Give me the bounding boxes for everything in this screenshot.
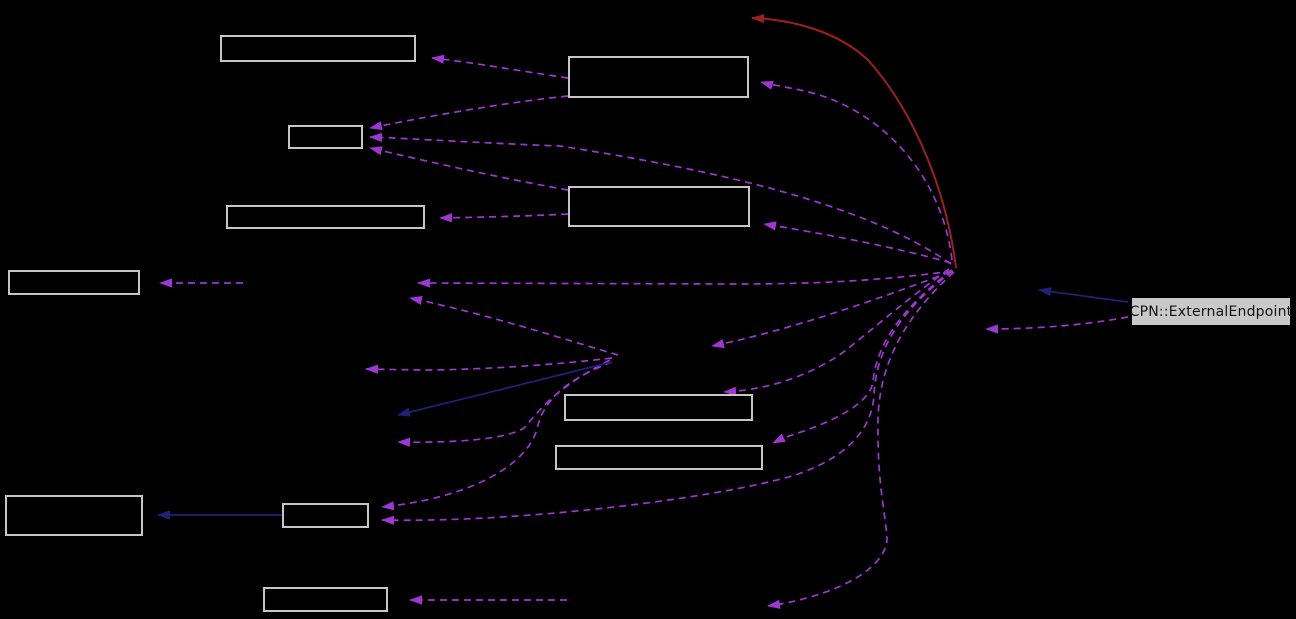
class-node-n-stack-top[interactable] bbox=[564, 394, 753, 421]
class-node-n-mid-left[interactable] bbox=[226, 205, 425, 229]
class-node-n-top-left[interactable] bbox=[220, 35, 416, 62]
class-node-n-bottom[interactable] bbox=[263, 587, 388, 612]
edge-hub-to-hidden-bottom bbox=[767, 271, 955, 609]
highlight-node-label: CPN::ExternalEndpoint bbox=[1129, 303, 1293, 320]
edge-upper-center-to-top-left bbox=[431, 54, 569, 79]
edge-hub-to-stack-top bbox=[723, 268, 950, 396]
edge-hub-to-hidden-left bbox=[417, 270, 953, 288]
edge-hub-red-loop bbox=[751, 13, 957, 269]
class-node-n-center[interactable] bbox=[568, 186, 750, 227]
class-node-n-bottom-small[interactable] bbox=[282, 503, 369, 528]
edge-center-to-mid-left bbox=[439, 213, 569, 223]
edge-hub-to-hub2 bbox=[711, 271, 951, 349]
edge-hub2-to-hidden-a bbox=[409, 295, 619, 356]
edge-label-inherit-to-hub bbox=[1038, 287, 1129, 303]
highlight-node-external-endpoint: CPN::ExternalEndpoint bbox=[1129, 298, 1293, 325]
class-node-n-small-upper[interactable] bbox=[288, 125, 363, 149]
class-node-n-upper-center[interactable] bbox=[568, 56, 749, 98]
edge-hub-to-center bbox=[763, 221, 952, 264]
edge-hub-to-stack-bottom bbox=[772, 269, 953, 444]
class-node-n-stack-bottom[interactable] bbox=[555, 445, 763, 470]
edge-label-to-hub bbox=[985, 316, 1129, 334]
edge-hub2-to-hidden-b bbox=[365, 357, 613, 374]
class-node-n-far-left[interactable] bbox=[8, 270, 140, 295]
edge-upper-center-to-small-upper bbox=[369, 95, 569, 131]
edge-hub2-to-bottom-small bbox=[381, 361, 613, 511]
edge-center-to-small-upper bbox=[369, 146, 569, 191]
edge-hub-to-upper-center bbox=[760, 80, 953, 261]
class-node-n-bottom-left-big[interactable] bbox=[5, 495, 143, 536]
